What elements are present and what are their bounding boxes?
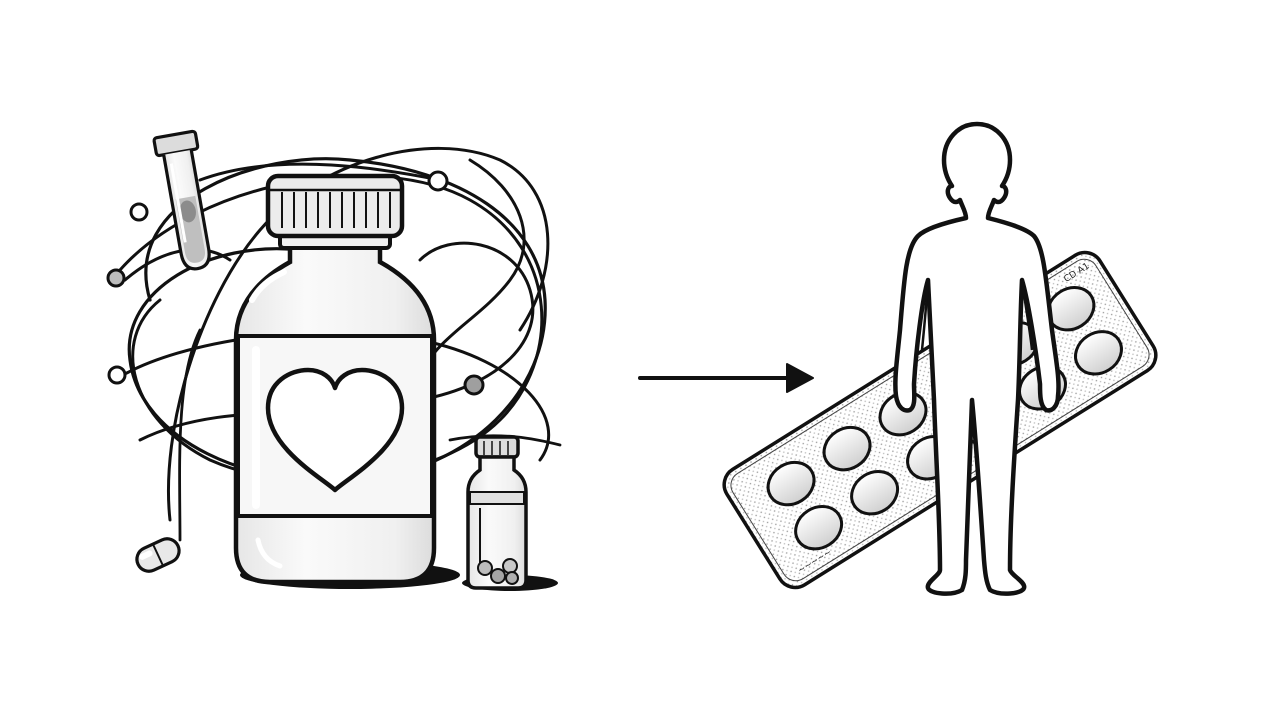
arrow-right-icon <box>638 363 814 393</box>
small-vial <box>462 435 558 591</box>
test-tube <box>152 129 211 271</box>
capsule <box>135 537 181 573</box>
node-circles <box>106 170 485 396</box>
heart-icon <box>265 367 405 493</box>
person-silhouette <box>893 121 1061 596</box>
medicine-bottle <box>233 173 460 589</box>
